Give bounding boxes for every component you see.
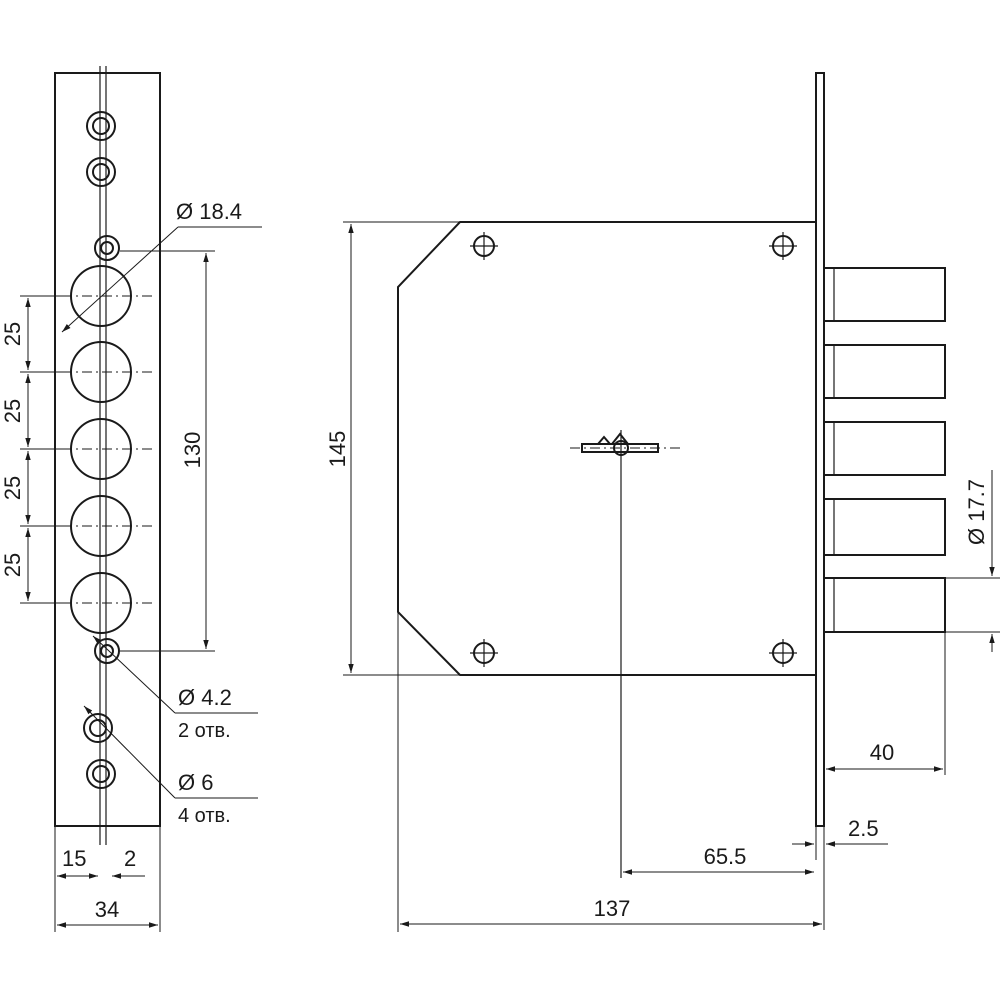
side-plate (815, 72, 825, 827)
small-hole-top (94, 235, 120, 261)
bolt-5 (823, 577, 946, 633)
bolts (823, 267, 946, 633)
faceplate-view: 25 25 25 25 130 Ø 18.4 Ø 4.2 2 отв. Ø 6 … (0, 66, 262, 932)
mount-hole-bottom-1 (83, 713, 113, 743)
dim-15-label: 15 (62, 846, 86, 871)
dia-small-leader (92, 635, 176, 714)
dim-40-label: 40 (870, 740, 894, 765)
keyhole-icon (570, 430, 680, 878)
small-holes-count-label: 2 отв. (178, 720, 231, 742)
pitch-label-2: 25 (0, 399, 25, 423)
pitch-label-3: 25 (0, 476, 25, 500)
mount-hole-top-2 (86, 157, 116, 187)
body-screw-bottom-left (470, 639, 498, 667)
dim-plate-label: 2.5 (848, 816, 879, 841)
dim-backset-label: 65.5 (704, 844, 747, 869)
body-outline (397, 221, 816, 676)
dim-130-label: 130 (180, 432, 205, 469)
dia-cylinder-label: Ø 18.4 (176, 199, 242, 224)
pitch-extension-lines (20, 295, 72, 604)
bolt-1 (823, 267, 946, 322)
mount-hole-top-1 (86, 111, 116, 141)
dia-mount-leader (83, 705, 176, 799)
dia-cylinder-leader (61, 226, 179, 333)
dim-137-label: 137 (594, 896, 631, 921)
lock-body-view: 145 Ø 17.7 40 2.5 65.5 137 (325, 72, 1000, 932)
body-screw-top-left (470, 232, 498, 260)
mount-hole-bottom-2 (86, 759, 116, 789)
pitch-label-1: 25 (0, 322, 25, 346)
dia-small-label: Ø 4.2 (178, 685, 232, 710)
pitch-label-4: 25 (0, 553, 25, 577)
body-screw-bottom-right (769, 639, 797, 667)
mount-holes-count-label: 4 отв. (178, 805, 231, 827)
bolt-3 (823, 421, 946, 476)
bolt-dia-label: Ø 17.7 (964, 479, 989, 545)
bolt-4 (823, 498, 946, 556)
bolt-hole-centerlines (62, 295, 152, 604)
dim-145-label: 145 (325, 431, 350, 468)
body-screw-top-right (769, 232, 797, 260)
bolt-2 (823, 344, 946, 399)
dia-mount-label: Ø 6 (178, 770, 213, 795)
dim-34-label: 34 (95, 897, 119, 922)
small-hole-bottom (94, 638, 120, 664)
dim-2-label: 2 (124, 846, 136, 871)
